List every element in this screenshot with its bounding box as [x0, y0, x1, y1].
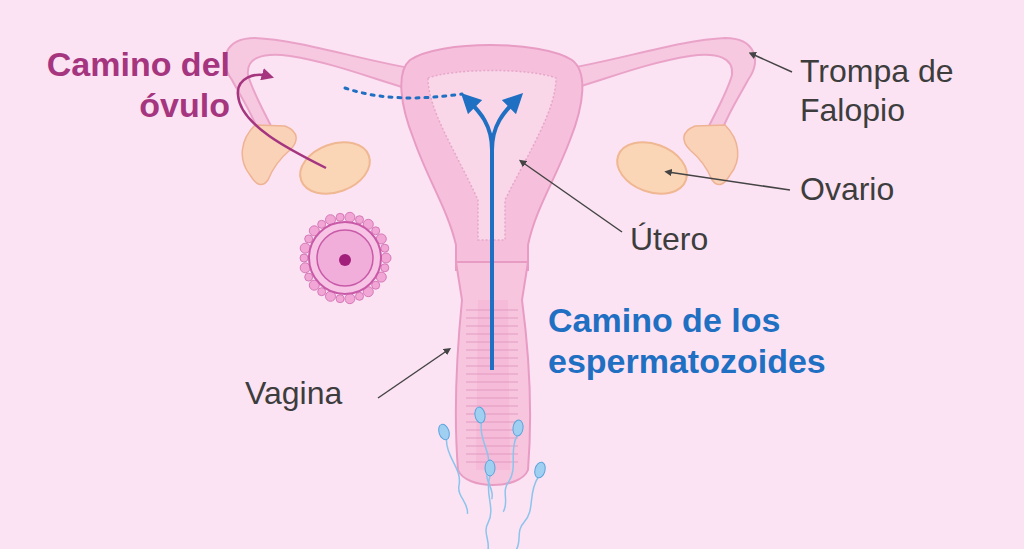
corona-cell — [305, 235, 313, 243]
ruga-line — [466, 446, 518, 447]
sperm-head — [437, 423, 451, 441]
egg-cell — [300, 212, 391, 303]
sperm-head — [512, 419, 524, 436]
corona-cell — [318, 220, 326, 228]
sperm-cells — [437, 406, 547, 549]
corona-cell — [336, 213, 344, 221]
corona-cell — [381, 264, 389, 272]
corona-cell — [305, 273, 313, 281]
ruga-line — [466, 430, 518, 431]
corona-cell — [356, 216, 364, 224]
egg-path-dotted — [345, 88, 462, 98]
sperm-tail — [502, 435, 518, 512]
path-title: Camino del óvulo — [40, 44, 230, 127]
ruga-line — [466, 398, 518, 399]
path-title: Camino de los espermatozoides — [548, 300, 968, 383]
ruga-line — [466, 414, 518, 415]
part-label: Trompa de Falopio — [800, 52, 1000, 130]
sperm-path-arrow — [492, 100, 516, 150]
sperm-tail — [443, 439, 471, 514]
corona-cell — [345, 212, 355, 222]
sperm-head — [533, 461, 547, 479]
sperm-head — [485, 460, 495, 476]
part-label: Ovario — [800, 170, 960, 209]
part-label: Vagina — [245, 374, 375, 413]
ruga-line — [466, 406, 518, 407]
ruga-line — [466, 438, 518, 439]
corona-cell — [318, 288, 326, 296]
sperm-cell — [437, 423, 475, 515]
corona-cell — [381, 244, 389, 252]
corona-cell — [356, 292, 364, 300]
corona-cell — [372, 281, 380, 289]
corona-cell — [336, 295, 344, 303]
sperm-cell — [485, 460, 495, 549]
ruga-line — [466, 454, 518, 455]
egg-path-arrow — [238, 75, 326, 168]
sperm-head — [474, 406, 487, 423]
corona-cell — [381, 253, 391, 263]
corona-cell — [345, 294, 355, 304]
sperm-tail — [514, 477, 539, 549]
sperm-path-arrow — [468, 100, 492, 370]
sperm-cell — [513, 461, 547, 549]
sperm-cell — [501, 419, 524, 512]
sperm-cell — [474, 406, 500, 499]
sperm-tail — [477, 423, 495, 500]
corona-cell — [300, 254, 308, 262]
ruga-line — [466, 374, 518, 375]
corona-cell — [372, 227, 380, 235]
ruga-line — [466, 382, 518, 383]
sperm-tail — [486, 476, 491, 549]
ruga-line — [466, 390, 518, 391]
ruga-line — [466, 422, 518, 423]
part-label: Útero — [630, 220, 750, 259]
